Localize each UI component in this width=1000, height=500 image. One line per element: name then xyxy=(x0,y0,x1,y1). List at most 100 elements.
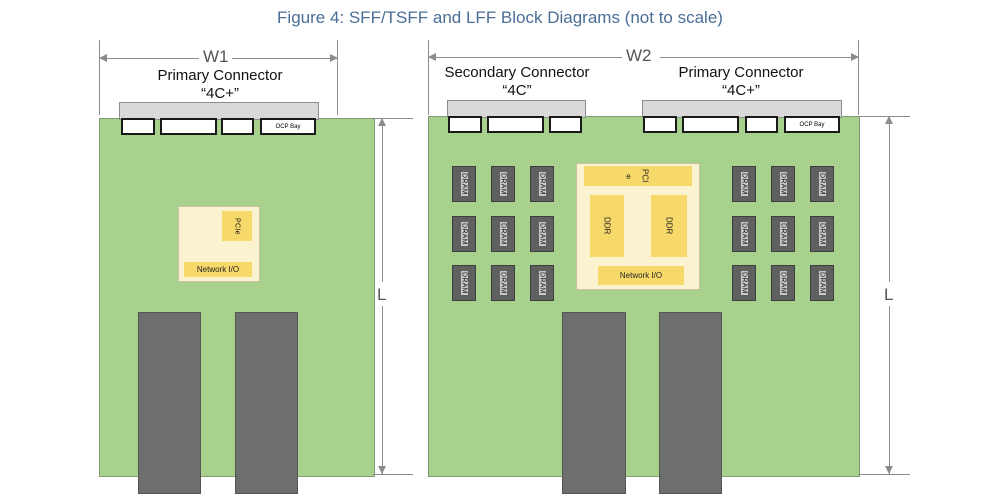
ocp-bay-slot: OCP Bay xyxy=(784,116,840,133)
w2-line xyxy=(428,57,622,58)
dram-label: DRAM xyxy=(460,172,468,196)
dram-module: DRAM xyxy=(491,216,515,252)
l-line-bottom xyxy=(889,306,890,474)
w1-right-tick xyxy=(337,40,338,115)
connector-slot xyxy=(221,118,254,135)
heatsink-module xyxy=(138,312,201,494)
l-bottom-tick xyxy=(858,474,910,475)
primary-connector-type: “4C+” xyxy=(722,82,760,99)
w1-line xyxy=(99,58,199,59)
ddr-label: DDR xyxy=(664,217,674,235)
ocp-bay-label: OCP Bay xyxy=(799,121,825,128)
dram-module: DRAM xyxy=(810,265,834,301)
lff-chip xyxy=(576,163,700,290)
dram-module: DRAM xyxy=(771,265,795,301)
dram-label: DRAM xyxy=(538,222,546,246)
connector-slot xyxy=(682,116,739,133)
dram-module: DRAM xyxy=(732,265,756,301)
dram-module: DRAM xyxy=(771,216,795,252)
w2-arrow-right xyxy=(851,53,859,61)
dram-label: DRAM xyxy=(499,222,507,246)
w2-line-right xyxy=(660,57,858,58)
network-io-label: Network I/O xyxy=(619,271,663,280)
heatsink-module xyxy=(659,312,722,494)
connector-slot xyxy=(487,116,544,133)
sff-diagram: W1 Primary Connector “4C+” OCP Bay PCIe … xyxy=(0,0,420,500)
l-label-left: L xyxy=(377,285,387,304)
w1-arrow-right xyxy=(330,54,338,62)
dram-module: DRAM xyxy=(491,265,515,301)
dram-module: DRAM xyxy=(452,166,476,202)
secondary-connector-label: Secondary Connector xyxy=(444,64,590,81)
dram-label: DRAM xyxy=(779,172,787,196)
secondary-connector xyxy=(447,100,586,118)
pci-block: e PCI xyxy=(584,166,692,186)
pcie-label: PCIe xyxy=(233,217,241,235)
connector-slot xyxy=(448,116,482,133)
dram-label: DRAM xyxy=(818,222,826,246)
network-io-block: Network I/O xyxy=(598,266,684,285)
dram-module: DRAM xyxy=(732,216,756,252)
l-arrow-bottom xyxy=(885,466,893,474)
pci-label: PCI xyxy=(640,169,650,183)
l-top-tick xyxy=(858,116,910,117)
ddr-label: DDR xyxy=(602,217,612,235)
ocp-bay-label: OCP Bay xyxy=(275,123,301,130)
network-io-block: Network I/O xyxy=(184,262,252,277)
l-arrow-top xyxy=(378,118,386,126)
w2-left-tick xyxy=(428,40,429,115)
w1-line-right xyxy=(232,58,337,59)
pci-mark: e xyxy=(626,171,631,181)
l-arrow-top xyxy=(885,116,893,124)
l-line xyxy=(382,118,383,282)
dram-module: DRAM xyxy=(452,265,476,301)
dram-label: DRAM xyxy=(818,271,826,295)
primary-connector-label: Primary Connector xyxy=(678,64,804,81)
dram-module: DRAM xyxy=(810,166,834,202)
l-line-bottom xyxy=(382,306,383,474)
connector-slot xyxy=(745,116,778,133)
dram-label: DRAM xyxy=(740,172,748,196)
dram-label: DRAM xyxy=(538,172,546,196)
dram-module: DRAM xyxy=(452,216,476,252)
w2-label: W2 xyxy=(626,46,652,65)
figure-title: Figure 4: SFF/TSFF and LFF Block Diagram… xyxy=(277,8,723,27)
l-arrow-bottom xyxy=(378,466,386,474)
connector-slot xyxy=(549,116,582,133)
heatsink-module xyxy=(562,312,626,494)
ddr-block-right: DDR xyxy=(651,195,687,257)
dram-label: DRAM xyxy=(499,172,507,196)
w2-right-tick xyxy=(858,40,859,115)
dram-module: DRAM xyxy=(530,216,554,252)
l-label-right: L xyxy=(884,285,894,304)
dram-label: DRAM xyxy=(779,271,787,295)
l-top-tick xyxy=(373,118,413,119)
connector-slot xyxy=(160,118,217,135)
connector-slot xyxy=(643,116,677,133)
connector-slot xyxy=(121,118,155,135)
dram-label: DRAM xyxy=(779,222,787,246)
network-io-label: Network I/O xyxy=(196,265,240,274)
pcie-block: PCIe xyxy=(222,211,252,241)
dram-label: DRAM xyxy=(818,172,826,196)
dram-label: DRAM xyxy=(499,271,507,295)
dram-module: DRAM xyxy=(732,166,756,202)
dram-module: DRAM xyxy=(810,216,834,252)
secondary-connector-type: “4C” xyxy=(502,82,532,99)
lff-board xyxy=(428,116,860,477)
primary-connector xyxy=(119,102,319,120)
dram-label: DRAM xyxy=(460,222,468,246)
w1-left-tick xyxy=(99,40,100,115)
dram-module: DRAM xyxy=(530,166,554,202)
l-bottom-tick xyxy=(373,474,413,475)
l-line xyxy=(889,116,890,282)
ocp-bay-slot: OCP Bay xyxy=(260,118,316,135)
w1-label: W1 xyxy=(203,47,229,66)
primary-connector-label: Primary Connector xyxy=(157,67,283,84)
heatsink-module xyxy=(235,312,298,494)
w2-arrow-left xyxy=(428,53,436,61)
dram-label: DRAM xyxy=(538,271,546,295)
primary-connector xyxy=(642,100,842,118)
primary-connector-type: “4C+” xyxy=(201,85,239,102)
dram-module: DRAM xyxy=(491,166,515,202)
